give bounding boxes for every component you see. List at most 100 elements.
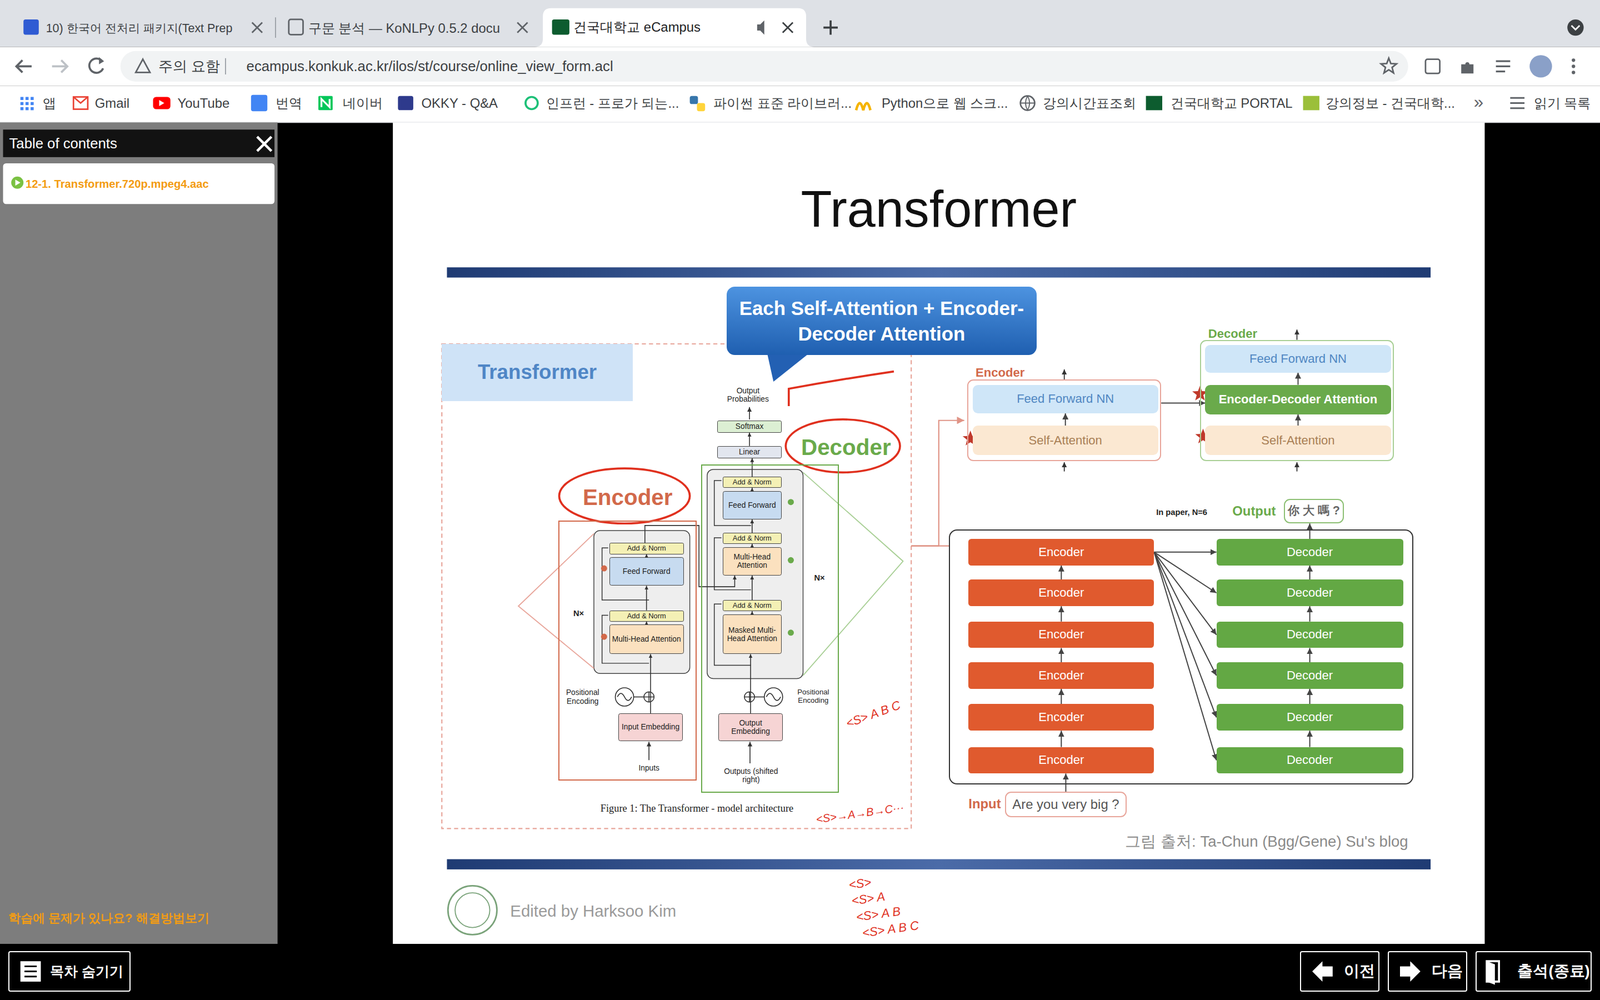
node-text: 주의 요함 xyxy=(158,58,220,74)
node-text: Encoder xyxy=(1038,627,1084,642)
node-text: 다음 xyxy=(1431,962,1463,980)
bookmark-bar xyxy=(20,107,24,111)
help-link: 학습에 문제가 있나요? 해결방법보기 xyxy=(8,911,210,925)
feed-forward-box: Feed Forward xyxy=(609,557,684,586)
node-text: Decoder xyxy=(1286,545,1333,559)
decoder-box: Decoder xyxy=(1216,747,1404,774)
encoder-block: Feed Forward NNSelf-AttentionEncoder xyxy=(967,379,1162,462)
browser-tab: 건국대학교 eCampus xyxy=(542,8,753,48)
side-panel xyxy=(15,179,21,186)
slide xyxy=(633,696,644,698)
side-panel xyxy=(0,122,278,944)
bottom-bar xyxy=(1400,961,1421,982)
bookmark-bar xyxy=(159,100,165,107)
bookmark-label: 네이버 xyxy=(342,95,383,110)
tab-strip xyxy=(534,8,814,48)
add-norm-box: Add & Norm xyxy=(722,532,783,544)
tab-strip xyxy=(782,22,793,33)
connector xyxy=(1161,402,1205,404)
connector xyxy=(1309,565,1311,580)
node-heading: N× xyxy=(573,608,584,618)
slide xyxy=(643,691,654,702)
bookmark-bar xyxy=(73,96,88,103)
handwritten-note: <S> A B C xyxy=(844,698,903,731)
node-heading: N× xyxy=(813,573,825,583)
toolbar xyxy=(1461,62,1474,74)
node-text: 이전 xyxy=(1343,962,1375,980)
connector xyxy=(751,575,753,600)
feed-forward-box: Feed Forward NN xyxy=(972,385,1159,414)
tab-strip xyxy=(0,0,1600,47)
slide xyxy=(1063,369,1065,380)
layer-block: Add & NormFeed ForwardAdd & NormMulti-He… xyxy=(708,470,805,680)
tab-strip xyxy=(757,20,765,35)
slide xyxy=(787,557,794,564)
side-panel xyxy=(11,176,24,189)
bottom-bar xyxy=(0,943,1600,1000)
bookmark-bar xyxy=(321,98,330,108)
bottom-bar xyxy=(24,966,37,977)
tab-strip xyxy=(1567,19,1584,36)
node-text: Encoder xyxy=(1038,668,1084,683)
slide xyxy=(601,633,608,640)
encoder-region: Add & NormFeed ForwardAdd & NormMulti-He… xyxy=(558,520,698,781)
attention-box: Multi-Head Attention xyxy=(609,624,684,654)
decoder-block: Feed Forward NNEncoder-Decoder Attention… xyxy=(1200,340,1394,462)
bookmark-bar xyxy=(25,102,29,106)
node-text: 구문 분석 — KoNLPy 0.5.2 docu xyxy=(308,21,500,36)
node-text: Decoder xyxy=(1286,753,1333,767)
slide xyxy=(455,892,490,928)
connector xyxy=(1153,552,1217,593)
bookmark-bar xyxy=(856,103,871,111)
bookmark-bar xyxy=(30,96,34,100)
connector xyxy=(1309,730,1311,747)
node-text: Output Embedding xyxy=(720,718,781,736)
tab-strip xyxy=(823,20,838,35)
add-norm-box: Add & Norm xyxy=(609,610,684,622)
embedding-box: Input Embedding xyxy=(618,713,683,742)
toolbar xyxy=(1529,55,1552,78)
slide xyxy=(617,693,632,701)
slide xyxy=(788,371,894,407)
bookmark-label: Gmail xyxy=(95,95,130,110)
slide xyxy=(447,885,497,935)
tab-strip xyxy=(23,19,39,35)
bookmark-bar xyxy=(153,96,171,109)
bookmark-bar xyxy=(690,96,699,105)
node-text: Add & Norm xyxy=(627,544,667,553)
bookmark-bar xyxy=(0,85,1600,123)
input-box: Are you very big ? xyxy=(1005,791,1127,818)
node-text: 건국대학교 eCampus xyxy=(573,20,701,35)
figure-label: Inputs xyxy=(638,763,660,773)
node-heading: In paper, N=6 xyxy=(1156,507,1208,517)
bookmark-bar xyxy=(0,85,1600,123)
side-panel xyxy=(0,122,278,944)
connector xyxy=(1297,414,1299,426)
slide xyxy=(707,469,804,679)
connector xyxy=(751,543,753,548)
slide xyxy=(518,533,594,669)
bottom-bar xyxy=(20,961,42,982)
slide xyxy=(559,468,690,524)
handwritten-note: <S> A xyxy=(850,890,886,908)
attention-box: Self-Attention xyxy=(972,425,1159,455)
node-text: Encoder xyxy=(1038,710,1084,724)
bookmark-label: YouTube xyxy=(177,95,230,110)
node-text: Decoder xyxy=(1286,627,1333,642)
decoder-box: Decoder xyxy=(1216,662,1404,689)
toolbar xyxy=(98,57,104,65)
node-text: Decoder xyxy=(1286,586,1333,600)
node-text: Encoder-Decoder Attention xyxy=(1218,392,1378,407)
bookmark-bar xyxy=(20,102,24,106)
slide xyxy=(1063,462,1065,472)
node-text: Softmax xyxy=(735,422,764,431)
bookmark-label: 강의시간표조회 xyxy=(1042,95,1137,110)
bookmark-label: OKKY - Q&A xyxy=(421,95,498,110)
bookmark-bar xyxy=(525,96,538,109)
slide xyxy=(766,693,781,701)
toolbar xyxy=(1571,64,1575,68)
encoder-box: Encoder xyxy=(968,747,1154,774)
callout-bubble: Each Self-Attention + Encoder-Decoder At… xyxy=(726,286,1037,355)
bookmark-bar xyxy=(251,95,268,112)
toc-item: 12-1. Transformer.720p.mpeg4.aac xyxy=(3,163,275,204)
